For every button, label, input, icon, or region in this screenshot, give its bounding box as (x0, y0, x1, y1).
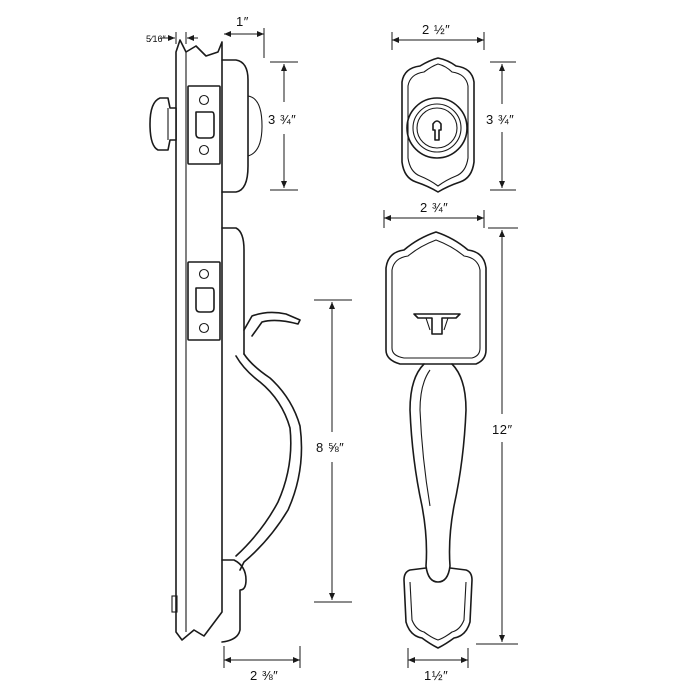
faceplate-screw-top (198, 94, 210, 106)
deadbolt-rose-side (221, 59, 249, 193)
latch-faceplate (187, 261, 221, 341)
label-deadbolt-height-side: 3 ¾″ (268, 112, 296, 127)
label-handle-projection: 2 ⅜″ (250, 668, 278, 683)
grip-front-highlight (419, 369, 431, 507)
thumbturn-side (149, 97, 177, 151)
keyhole-icon (432, 120, 442, 141)
deadbolt-bolt (195, 111, 215, 139)
side-view (149, 39, 303, 643)
grip-side-inner (235, 355, 292, 557)
dimension-labels: 5⁄16″ 1″ 3 ¾″ 2 ½″ 3 ¾″ 2 ¾″ 8 ⅝″ 12″ 2 … (146, 14, 514, 683)
latch-screw-top (198, 268, 210, 280)
latch-bolt (195, 287, 215, 313)
grip-side (239, 353, 303, 571)
bottom-plate-front (403, 567, 473, 649)
bottom-rose-side (221, 559, 247, 643)
cylinder-face (416, 107, 458, 149)
cylinder-collar-outer (406, 97, 468, 159)
thumb-piece-detail (425, 317, 431, 331)
label-grip-height: 8 ⅝″ (316, 440, 344, 455)
deadbolt-plate-bevel (407, 63, 469, 187)
cylinder-collar-inner (412, 103, 462, 153)
handle-plate-front (385, 231, 487, 365)
door-slab (175, 39, 223, 641)
bottom-plate-bevel (409, 581, 467, 641)
deadbolt-cylinder-side (247, 95, 263, 157)
thumb-piece-detail-2 (443, 317, 449, 331)
latch-screw-bottom (198, 322, 210, 334)
label-rose-projection: 1″ (236, 14, 249, 29)
deadbolt-plate-front (401, 57, 475, 193)
label-backset-depth: 5⁄16″ (146, 34, 167, 44)
label-bottom-width: 1½″ (424, 668, 448, 683)
thumb-piece-front (413, 313, 461, 335)
thumb-lever-side (243, 311, 301, 337)
handle-plate-bevel (391, 239, 481, 359)
handle-plate-side (221, 227, 245, 355)
deadbolt-front-view (401, 57, 475, 193)
label-deadbolt-width: 2 ½″ (422, 22, 450, 37)
label-handle-plate-width: 2 ¾″ (420, 200, 448, 215)
label-deadbolt-height-front: 3 ¾″ (486, 112, 514, 127)
deadbolt-faceplate (187, 85, 221, 165)
label-overall-height: 12″ (492, 422, 513, 437)
dimension-lines (160, 28, 518, 668)
bottom-screw-side (171, 595, 178, 613)
handleset-front-view (385, 231, 487, 649)
grip-front (409, 363, 467, 583)
faceplate-screw-bottom (198, 144, 210, 156)
